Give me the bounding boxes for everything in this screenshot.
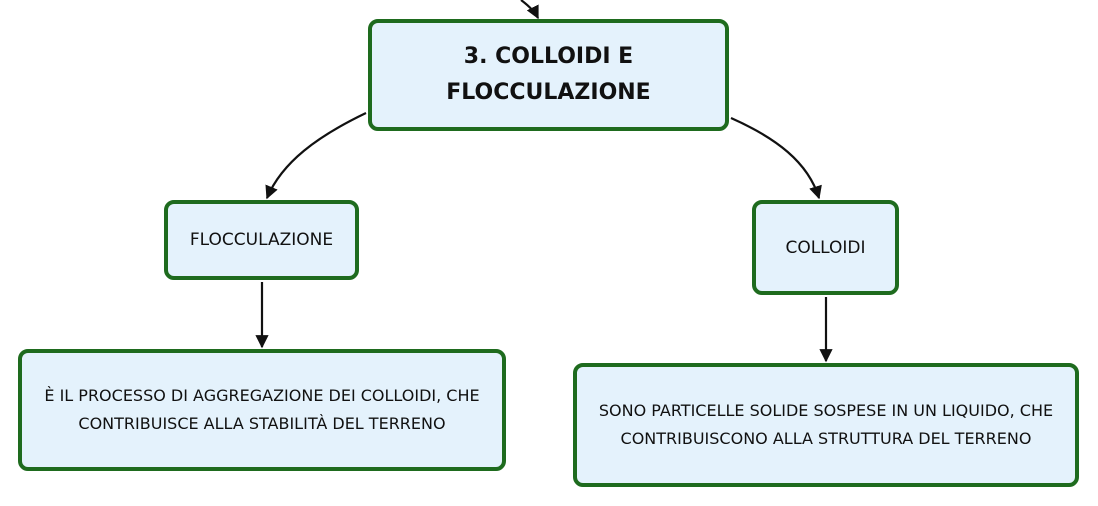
node-flocculazione-label: FLOCCULAZIONE [189, 230, 334, 250]
edge-parent-to-main [520, 0, 539, 20]
node-flocculazione-description[interactable]: È IL PROCESSO DI AGGREGAZIONE DEI COLLOI… [18, 349, 506, 471]
edge-main-to-colloidi [730, 116, 822, 200]
node-colloidi-label: COLLOIDI [785, 237, 866, 258]
node-colloidi-description-label: SONO PARTICELLE SOLIDE SOSPESE IN UN LIQ… [598, 401, 1054, 448]
node-flocculazione[interactable]: FLOCCULAZIONE [164, 200, 359, 280]
edge-main-to-flocculazione [265, 112, 367, 200]
node-colloidi-e-flocculazione[interactable]: 3. COLLOIDI E FLOCCULAZIONE [368, 19, 729, 131]
node-flocculazione-description-label: È IL PROCESSO DI AGGREGAZIONE DEI COLLOI… [44, 386, 480, 433]
node-main-label: 3. COLLOIDI E FLOCCULAZIONE [446, 44, 651, 105]
node-colloidi[interactable]: COLLOIDI [752, 200, 899, 295]
node-colloidi-description[interactable]: SONO PARTICELLE SOLIDE SOSPESE IN UN LIQ… [573, 363, 1079, 487]
